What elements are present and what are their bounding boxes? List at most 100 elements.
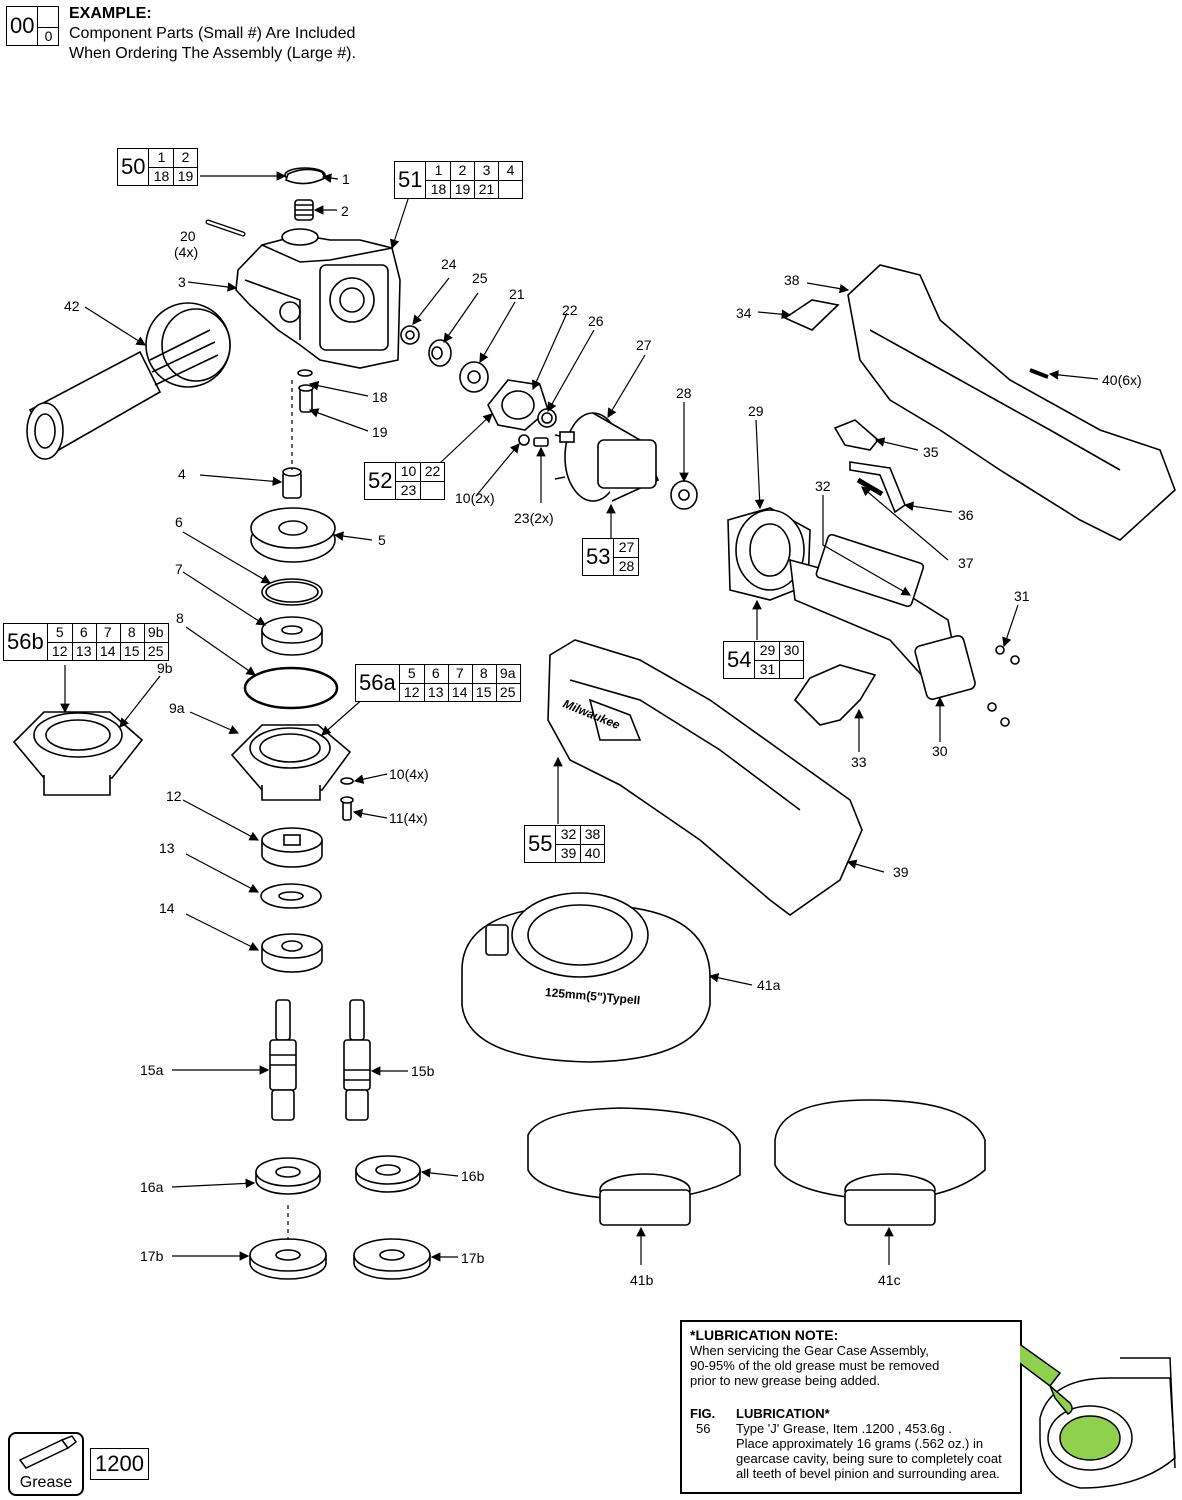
part-label: 41c [878,1272,901,1288]
grease-item-box: 1200 [90,1448,149,1480]
part-label: 7 [175,561,183,577]
assembly-part: 3 [474,162,500,181]
part-label: 12 [166,788,182,804]
assembly-part: 5 [399,665,425,684]
part-15b-spindle [343,999,371,1121]
assembly-part: 2 [173,149,199,168]
assembly-number: 54 [724,642,756,678]
part-label: 4 [178,466,186,482]
assembly-part: 8 [471,665,497,684]
part-label: 40(6x) [1102,372,1142,388]
part-15a-spindle [269,999,297,1121]
part-label: 15b [411,1063,435,1079]
lubrication-line: gearcase cavity, being sure to completel… [736,1451,1002,1466]
part-28-bearing [670,480,698,510]
part-1-lock-button [284,167,327,185]
part-label: 33 [851,754,867,770]
assembly-part: 6 [423,665,449,684]
lubrication-line: When servicing the Gear Case Assembly, [690,1343,929,1358]
part-label: 6 [175,514,183,530]
part-42-side-handle [26,302,231,460]
part-27-armature [554,412,660,502]
assembly-part: 1 [149,149,175,168]
part-26-washer [537,408,557,428]
part-label: 23(2x) [514,510,554,526]
part-label: 20 [180,228,196,244]
part-label: 10(2x) [455,490,495,506]
fig-heading: FIG. [690,1406,716,1421]
part-label: 28 [676,385,692,401]
part-label: 29 [748,403,764,419]
assembly-box-56b: 56b 5 6 7 8 9b 12 13 14 15 25 [3,623,169,661]
part-19-plunger [298,384,314,413]
assembly-part: 22 [420,463,446,482]
assembly-part: 25 [496,683,521,701]
assembly-part: 14 [448,683,473,701]
part-label: 31 [1014,588,1030,604]
assembly-box-55: 55 32 38 39 40 [524,825,606,863]
part-2-spring [294,199,314,221]
assembly-part: 10 [396,463,422,482]
example-small-number: 0 [38,27,59,45]
example-line-2: When Ordering The Assembly (Large #). [69,45,356,62]
assembly-part [420,481,446,499]
part-10-small-washer [518,434,530,446]
assembly-number: 56b [4,624,48,660]
assembly-part: 18 [426,180,452,198]
part-label: 30 [932,743,948,759]
fig-number: 56 [696,1421,711,1436]
part-label: 10(4x) [389,766,429,782]
example-big-number: 00 [7,7,39,45]
part-21-bearing [459,361,489,393]
assembly-number: 56a [356,665,400,701]
part-label: 11(4x) [389,810,428,826]
part-label: 41a [757,977,781,993]
part-40-screw [1029,368,1049,379]
part-41c-guard [774,1099,986,1226]
part-14-bevel-gear [261,933,323,973]
assembly-part: 38 [580,826,606,845]
grease-tube-icon [18,1435,78,1469]
part-41b-guard [527,1107,741,1226]
part-34-label [783,299,840,331]
part-16a-inner-flange [255,1157,321,1195]
part-29-stator [727,507,811,601]
assembly-part: 4 [498,162,524,181]
part-18-washer [297,369,313,377]
part-label: 34 [736,305,752,321]
part-8-o-ring [243,666,339,710]
assembly-box-51: 51 1 2 3 4 18 19 21 [394,161,524,199]
assembly-box-53: 53 27 28 [582,538,640,576]
assembly-part: 25 [144,642,169,660]
assembly-part: 7 [95,624,121,643]
part-label: 27 [636,337,652,353]
part-label: 22 [562,302,578,318]
part-38-housing-half [847,264,1176,541]
part-4-bushing [282,467,302,499]
part-label: 38 [784,272,800,288]
lubrication-line: 90-95% of the old grease must be removed [690,1358,940,1373]
assembly-part [779,660,805,678]
part-label: 17b [140,1248,164,1264]
lubrication-note-box: *LUBRICATION NOTE: When servicing the Ge… [680,1320,1022,1494]
assembly-part: 19 [173,167,199,185]
part-25-bushing [428,339,452,367]
part-12-spindle-bushing [261,827,323,868]
part-label: 16b [461,1168,485,1184]
assembly-number: 55 [525,826,557,862]
part-20-pin [205,219,246,237]
part-16b-inner-flange [355,1155,421,1193]
part-17b-quick-nut [249,1238,327,1280]
part-label: 16a [140,1179,164,1195]
part-label: 8 [176,610,184,626]
part-33-cover [793,664,877,726]
part-label: 39 [893,864,909,880]
assembly-part: 28 [614,557,640,575]
assembly-part: 5 [47,624,73,643]
part-label: 13 [159,840,175,856]
assembly-part: 9a [495,665,521,684]
part-label: 17b [461,1250,485,1266]
grease-label: Grease [19,1474,73,1491]
example-title: EXAMPLE: [69,5,152,22]
